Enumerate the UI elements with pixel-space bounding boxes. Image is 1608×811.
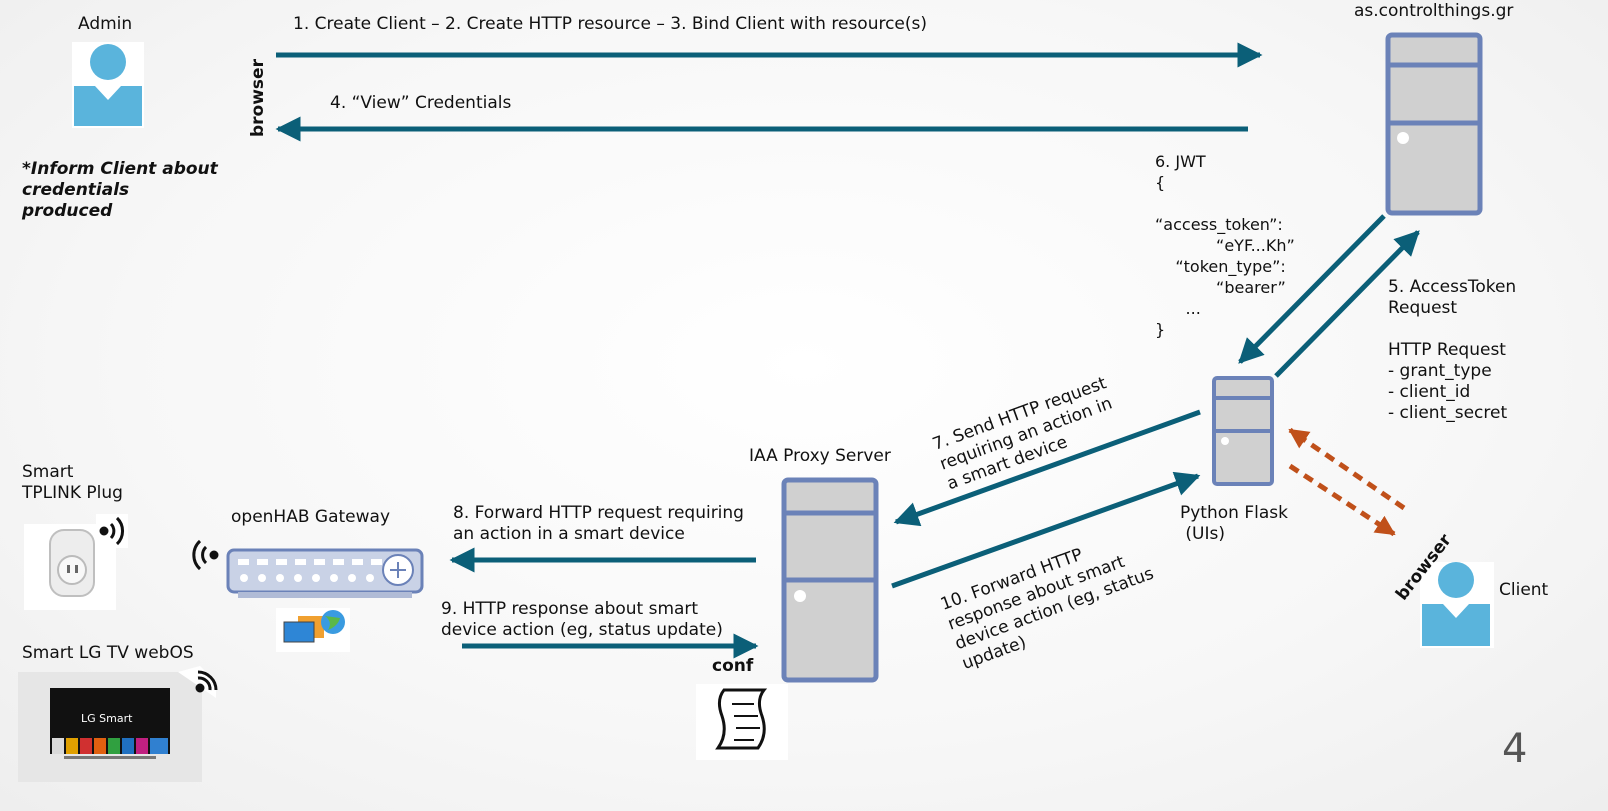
dashed-arrow-to-client xyxy=(1288,463,1396,537)
proxy-label: IAA Proxy Server xyxy=(749,446,891,466)
dashed-arrow-to-flask xyxy=(1288,427,1406,511)
auth-server-icon xyxy=(1385,32,1483,216)
gateway-router-icon xyxy=(226,548,424,598)
arrow-step6 xyxy=(1238,214,1386,364)
client-person-icon xyxy=(1420,562,1494,648)
proxy-server-icon xyxy=(781,477,879,683)
gateway-label: openHAB Gateway xyxy=(231,507,391,527)
auth-server-label: as.controlthings.gr xyxy=(1354,1,1514,21)
step1-label: 1. Create Client – 2. Create HTTP resour… xyxy=(293,14,928,34)
page-number: 4 xyxy=(1502,726,1528,772)
admin-label: Admin xyxy=(78,14,133,34)
step8-label: 8. Forward HTTP request requiring an act… xyxy=(453,503,744,544)
smart-tv-image xyxy=(18,672,202,782)
network-globe-icon xyxy=(276,608,350,652)
tv-brand-text: LG Smart xyxy=(81,712,133,725)
plug-label: Smart TPLINK Plug xyxy=(22,462,123,503)
tv-wireless-icon xyxy=(178,666,218,698)
client-label: Client xyxy=(1499,580,1549,600)
step9-label: 9. HTTP response about smart device acti… xyxy=(441,599,723,640)
plug-wireless-icon xyxy=(96,514,128,548)
conf-label: conf xyxy=(712,656,754,676)
flask-server-icon xyxy=(1212,376,1274,486)
step4-label: 4. “View” Credentials xyxy=(330,93,512,113)
tv-label: Smart LG TV webOS xyxy=(22,643,194,663)
dashed-arrows xyxy=(1288,427,1406,537)
gateway-wireless-icon xyxy=(192,539,219,571)
arrow-step5 xyxy=(1274,230,1420,378)
arrows xyxy=(275,42,1420,659)
admin-note: *Inform Client about credentials produce… xyxy=(22,159,218,221)
step5-label: 5. AccessToken Request HTTP Request - gr… xyxy=(1388,277,1517,423)
admin-person-icon xyxy=(72,42,144,128)
arrow-step7 xyxy=(893,409,1201,527)
browser-label-top: browser xyxy=(248,59,268,137)
flask-label: Python Flask (UIs) xyxy=(1180,503,1288,544)
conf-document-icon xyxy=(696,684,788,760)
step6-jwt-label: 6. JWT { “access_token”: “eYF...Kh” “tok… xyxy=(1155,152,1295,339)
arrow-step10 xyxy=(891,471,1201,589)
